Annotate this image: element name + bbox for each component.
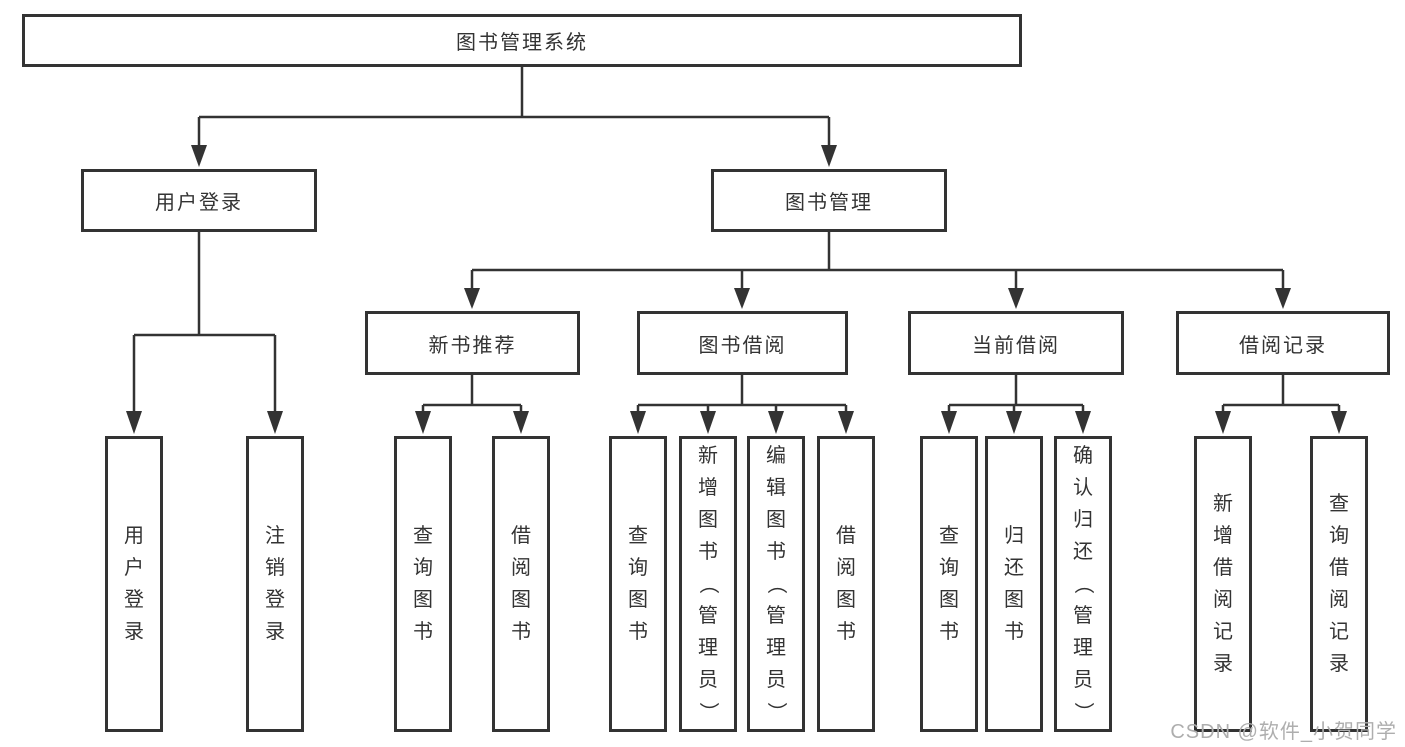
node-borrow-record-label: 借阅记录 [1239, 334, 1327, 357]
leaf-return-book-label: 归还图书 [1004, 525, 1024, 643]
node-book-management: 图书管理 [711, 169, 947, 232]
watermark: CSDN @软件_小贺同学 [1170, 721, 1397, 743]
leaf-query-book-1-label: 查询图书 [413, 525, 433, 643]
connector-user-login-split [132, 232, 277, 413]
connector-book-borrow-arrowheads [630, 411, 854, 434]
leaf-add-borrow-record-label: 新增借阅记录 [1213, 493, 1233, 675]
leaf-edit-book-admin-label: 编辑图书（管理员） [765, 445, 787, 722]
leaf-query-book-1: 查询图书 [394, 436, 452, 732]
leaf-borrow-book-2-label: 借阅图书 [836, 525, 856, 643]
node-book-borrow-label: 图书借阅 [698, 334, 787, 357]
leaf-logout: 注销登录 [246, 436, 304, 732]
connector-new-book-split [421, 375, 523, 413]
connector-borrow-record-split [1221, 375, 1341, 413]
node-root-label: 图书管理系统 [456, 32, 588, 54]
node-user-login-label: 用户登录 [155, 192, 243, 214]
connector-book-mgmt-arrowheads [464, 288, 1291, 309]
node-borrow-record: 借阅记录 [1176, 311, 1390, 375]
leaf-query-borrow-record: 查询借阅记录 [1310, 436, 1368, 732]
node-root: 图书管理系统 [22, 14, 1022, 67]
connector-root-split-arrowheads [191, 145, 837, 167]
leaf-borrow-book-1-label: 借阅图书 [511, 525, 531, 643]
leaf-borrow-book-1: 借阅图书 [492, 436, 550, 732]
node-current-borrow: 当前借阅 [908, 311, 1124, 375]
connector-borrow-record-arrowheads [1215, 411, 1347, 434]
leaf-confirm-return-admin: 确认归还（管理员） [1054, 436, 1112, 732]
node-new-book-recommend-label: 新书推荐 [428, 334, 517, 357]
connector-current-borrow-arrowheads [941, 411, 1091, 434]
node-book-management-label: 图书管理 [785, 192, 873, 214]
leaf-logout-label: 注销登录 [265, 525, 285, 643]
leaf-query-book-3: 查询图书 [920, 436, 978, 732]
leaf-borrow-book-2: 借阅图书 [817, 436, 875, 732]
leaf-query-borrow-record-label: 查询借阅记录 [1329, 493, 1349, 675]
node-current-borrow-label: 当前借阅 [972, 334, 1060, 357]
node-new-book-recommend: 新书推荐 [365, 311, 580, 375]
leaf-add-borrow-record: 新增借阅记录 [1194, 436, 1252, 732]
leaf-confirm-return-admin-label: 确认归还（管理员） [1072, 445, 1094, 722]
connector-user-login-arrowheads [126, 411, 283, 434]
leaf-add-book-admin: 新增图书（管理员） [679, 436, 737, 732]
leaf-return-book: 归还图书 [985, 436, 1043, 732]
leaf-add-book-admin-label: 新增图书（管理员） [697, 445, 719, 722]
connector-current-borrow-split [947, 375, 1085, 413]
leaf-query-book-2-label: 查询图书 [628, 525, 648, 643]
connector-book-borrow-split [636, 375, 848, 413]
leaf-query-book-2: 查询图书 [609, 436, 667, 732]
node-book-borrow: 图书借阅 [637, 311, 848, 375]
connector-root-split [197, 67, 831, 147]
connector-book-mgmt-split [470, 232, 1285, 290]
leaf-query-book-3-label: 查询图书 [939, 525, 959, 643]
leaf-user-login-label: 用户登录 [124, 525, 144, 643]
connector-new-book-arrowheads [415, 411, 529, 434]
leaf-user-login: 用户登录 [105, 436, 163, 732]
leaf-edit-book-admin: 编辑图书（管理员） [747, 436, 805, 732]
node-user-login: 用户登录 [81, 169, 317, 232]
